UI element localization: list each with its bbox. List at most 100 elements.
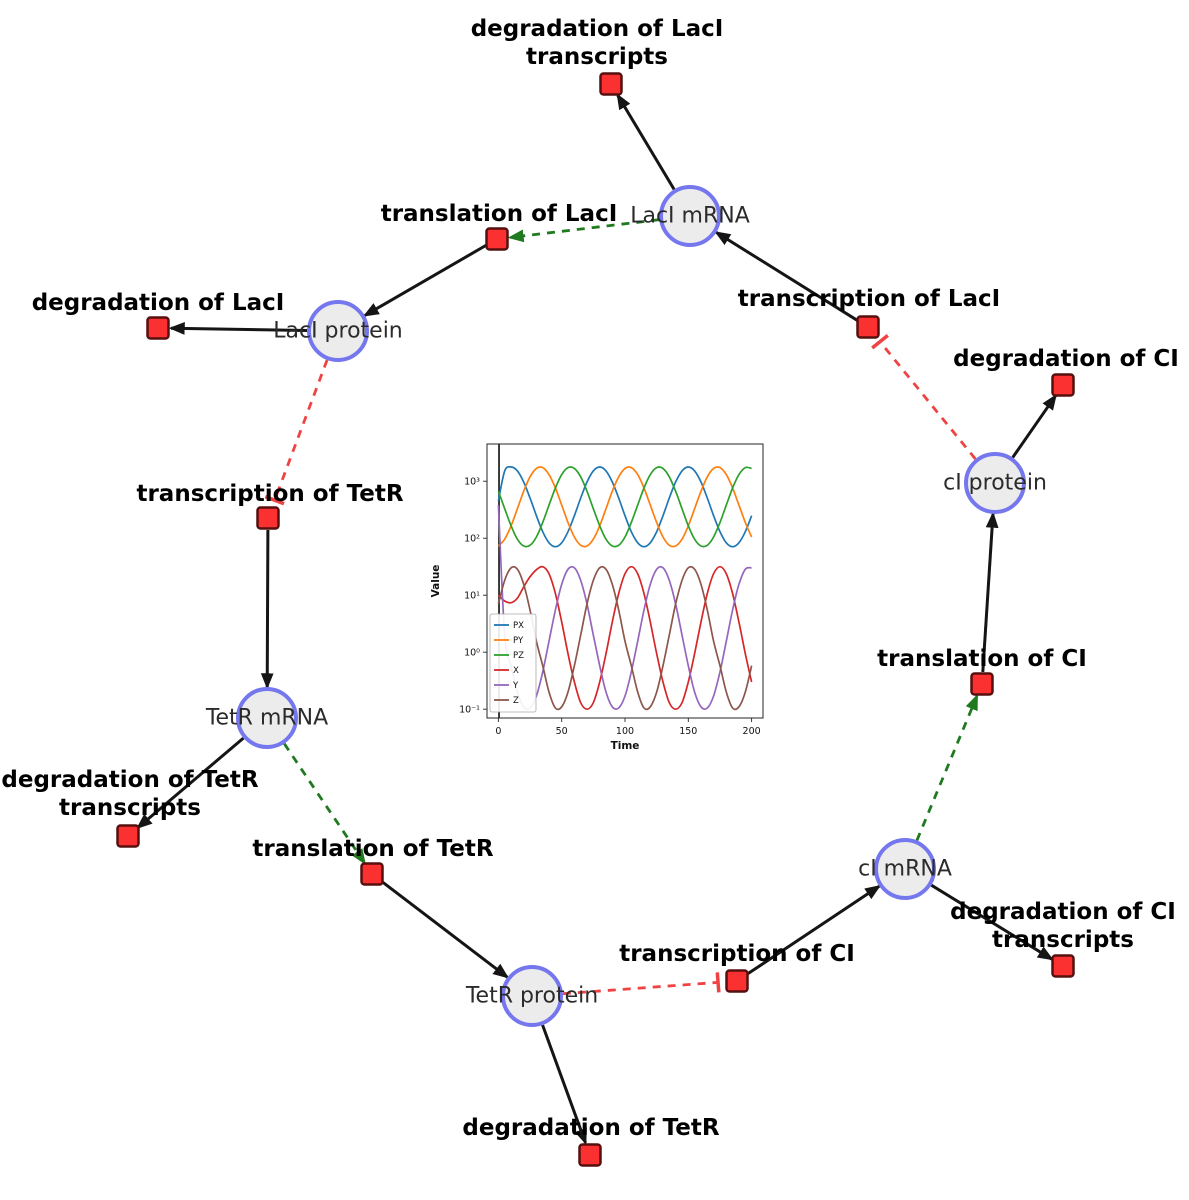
- reaction-label-line: transcripts: [526, 44, 668, 70]
- legend-box: [489, 613, 537, 713]
- reaction-node-transcription-laci: [856, 315, 880, 339]
- series-line-PZ: [497, 466, 752, 548]
- y-tick-label: 10²: [464, 534, 480, 545]
- series-line-X: [497, 565, 753, 711]
- edge-transcription-laci-to-laci-mrna: [714, 231, 859, 322]
- x-tick-label: 50: [556, 726, 568, 737]
- reaction-label-line: translation of LacI: [381, 201, 618, 227]
- x-tick-label: 0: [495, 726, 501, 737]
- reaction-node-degradation-tetr-transcripts: [116, 824, 140, 848]
- reaction-label-line: transcripts: [992, 927, 1134, 953]
- edge-ci-protein-to-transcription-laci: [878, 340, 977, 460]
- edge-translation-ci-to-ci-protein: [981, 511, 999, 673]
- series-layer: [497, 465, 753, 711]
- edge-laci-protein-to-transcription-tetr: [273, 359, 329, 501]
- x-tick-label: 200: [743, 726, 761, 737]
- reaction-label-translation-tetr: translation of TetR: [252, 836, 493, 862]
- reaction-label-line: translation of TetR: [252, 836, 493, 862]
- species-label-tetr-protein: TetR protein: [465, 984, 598, 1009]
- edge-laci-protein-to-degradation-laci: [168, 322, 308, 335]
- x-tick-label: 100: [616, 726, 634, 737]
- edge-translation-tetr-to-tetr-protein: [380, 880, 510, 979]
- reaction-node-degradation-laci-transcripts: [599, 72, 623, 96]
- species-node-tetr-mrna: [236, 687, 298, 749]
- species-node-laci-mrna: [659, 185, 721, 247]
- reaction-label-line: degradation of LacI: [471, 16, 724, 42]
- reaction-node-translation-ci: [970, 672, 994, 696]
- reaction-label-transcription-laci: transcription of LacI: [738, 286, 1001, 312]
- reaction-label-translation-ci: translation of CI: [877, 646, 1087, 672]
- y-tick-label: 10¹: [464, 591, 480, 602]
- reaction-node-degradation-ci: [1051, 373, 1075, 397]
- x-axis-label: Time: [611, 740, 640, 752]
- species-label-laci-protein: LacI protein: [273, 319, 403, 344]
- edge-transcription-tetr-to-tetr-mrna: [260, 529, 274, 690]
- reaction-label-line: transcription of LacI: [738, 286, 1001, 312]
- edge-transcription-ci-to-ci-mrna: [746, 884, 882, 976]
- x-tick-label: 150: [679, 726, 697, 737]
- edge-laci-mrna-to-translation-laci: [507, 218, 660, 243]
- inhibition-tee: [871, 334, 889, 350]
- edge-tetr-protein-to-transcription-ci: [562, 981, 719, 996]
- reaction-label-line: degradation of CI: [950, 899, 1176, 925]
- reaction-node-transcription-tetr: [256, 506, 280, 530]
- reaction-label-line: degradation of LacI: [32, 290, 285, 316]
- reaction-label-translation-laci: translation of LacI: [381, 201, 618, 227]
- reaction-node-transcription-ci: [725, 969, 749, 993]
- edge-ci-protein-to-degradation-ci: [1011, 393, 1057, 459]
- reaction-label-transcription-tetr: transcription of TetR: [136, 481, 403, 507]
- reaction-label-degradation-ci: degradation of CI: [953, 346, 1179, 372]
- edge-translation-laci-to-laci-protein: [362, 243, 488, 317]
- reaction-label-line: translation of CI: [877, 646, 1087, 672]
- species-label-ci-protein: cI protein: [943, 471, 1047, 496]
- legend-label-Z: Z: [513, 696, 519, 706]
- reaction-nodes-layer: [116, 72, 1075, 1167]
- legend-label-Y: Y: [512, 681, 519, 691]
- species-node-tetr-protein: [501, 965, 563, 1027]
- edge-tetr-mrna-to-degradation-tetr-transcripts: [136, 736, 245, 830]
- reaction-label-transcription-ci: transcription of CI: [619, 941, 855, 967]
- reaction-label-degradation-tetr: degradation of TetR: [462, 1115, 719, 1141]
- inhibition-tee: [264, 495, 285, 506]
- y-tick-label: 10⁰: [464, 648, 480, 659]
- species-node-ci-protein: [964, 452, 1026, 514]
- y-tick-label: 10⁻¹: [459, 705, 480, 716]
- reaction-label-line: degradation of TetR: [1, 767, 258, 793]
- legend-label-PX: PX: [513, 621, 524, 631]
- reaction-node-degradation-tetr: [578, 1143, 602, 1167]
- reaction-label-line: degradation of CI: [953, 346, 1179, 372]
- reaction-label-line: transcription of TetR: [136, 481, 403, 507]
- legend-label-PZ: PZ: [513, 651, 524, 661]
- series-line-PY: [497, 466, 753, 548]
- species-node-ci-mrna: [874, 838, 936, 900]
- reaction-label-degradation-laci: degradation of LacI: [32, 290, 285, 316]
- edge-tetr-protein-to-degradation-tetr: [541, 1024, 587, 1145]
- edge-ci-mrna-to-translation-ci: [915, 693, 979, 841]
- species-label-laci-mrna: LacI mRNA: [630, 204, 750, 229]
- species-node-laci-protein: [307, 300, 369, 362]
- inhibition-tee: [715, 972, 721, 993]
- reaction-label-line: transcription of CI: [619, 941, 855, 967]
- legend-label-X: X: [513, 666, 519, 676]
- y-axis-label: Value: [430, 565, 442, 598]
- reaction-label-line: transcripts: [59, 795, 201, 821]
- edges-layer: [136, 93, 1057, 1145]
- reaction-node-degradation-laci: [146, 316, 170, 340]
- species-label-ci-mrna: cI mRNA: [858, 857, 952, 882]
- edge-tetr-mrna-to-translation-tetr: [283, 742, 366, 866]
- reaction-label-line: degradation of TetR: [462, 1115, 719, 1141]
- y-tick-label: 10³: [464, 477, 480, 488]
- reaction-node-translation-tetr: [360, 862, 384, 886]
- series-line-Z: [497, 565, 753, 711]
- edge-ci-mrna-to-degradation-ci-transcripts: [930, 883, 1054, 961]
- legend-label-PY: PY: [513, 636, 524, 646]
